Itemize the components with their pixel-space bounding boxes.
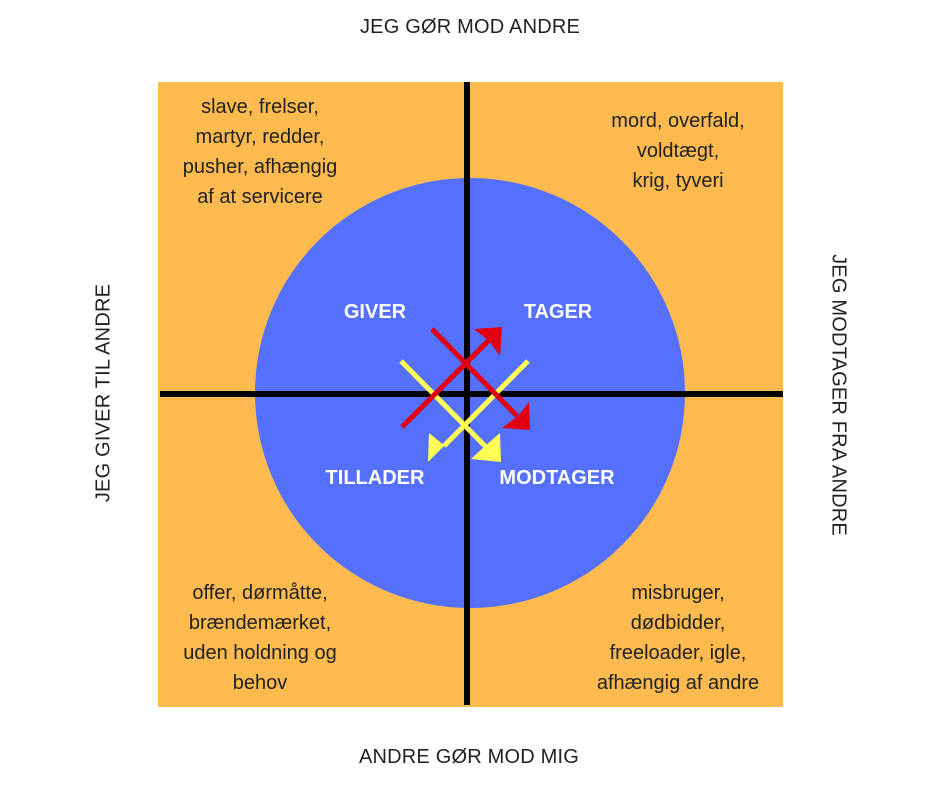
- quadrant-line: dødbidder,: [630, 612, 726, 634]
- quadrant-line: afhængig af andre: [596, 672, 760, 694]
- quadrant-text-top-right: mord, overfald, voldtægt, krig, tyveri: [578, 106, 778, 196]
- quadrant-line: mord, overfald,: [611, 110, 745, 132]
- quadrant-line: brændemærket,: [188, 612, 332, 634]
- quadrant-line: slave, frelser,: [201, 96, 319, 118]
- red-arrow-up-right: [400, 327, 502, 429]
- role-label-giver: GIVER: [344, 301, 407, 323]
- quadrant-text-bottom-right: misbruger, dødbidder, freeloader, igle, …: [578, 578, 778, 698]
- yellow-arrow-down-right: [399, 359, 501, 462]
- arrow-head: [474, 327, 502, 356]
- quadrant-line: behov: [232, 672, 288, 694]
- arrow-head: [471, 433, 501, 462]
- quadrant-line: krig, tyveri: [632, 170, 724, 192]
- role-label-modtager: MODTAGER: [499, 467, 615, 489]
- arrow-shaft: [399, 359, 487, 448]
- red-arrow-down-right: [430, 327, 530, 430]
- arrow-shaft: [430, 327, 519, 418]
- quadrant-text-top-left: slave, frelser, martyr, redder, pusher, …: [160, 92, 360, 212]
- quadrant-line: offer, dørmåtte,: [192, 582, 328, 604]
- arrow-head: [428, 432, 458, 462]
- arrow-head: [502, 402, 530, 430]
- arrow-shaft: [400, 338, 491, 429]
- arrow-shaft: [442, 359, 530, 448]
- quadrant-line: misbruger,: [631, 582, 725, 604]
- quadrant-line: freeloader, igle,: [609, 642, 747, 664]
- quadrant-line: voldtægt,: [636, 140, 720, 162]
- role-label-tillader: TILLADER: [326, 467, 425, 489]
- quadrant-line: af at servicere: [197, 186, 323, 208]
- axis-label-top: JEG GØR MOD ANDRE: [359, 16, 581, 38]
- role-label-tager: TAGER: [524, 301, 593, 323]
- quadrant-text-bottom-left: offer, dørmåtte, brændemærket, uden hold…: [160, 578, 360, 698]
- quadrant-line: pusher, afhængig: [182, 156, 338, 178]
- yellow-arrow-down-left: [428, 359, 530, 462]
- quadrant-line: uden holdning og: [183, 642, 337, 664]
- axis-label-bottom: ANDRE GØR MOD MIG: [358, 746, 580, 768]
- quadrant-line: martyr, redder,: [195, 126, 325, 148]
